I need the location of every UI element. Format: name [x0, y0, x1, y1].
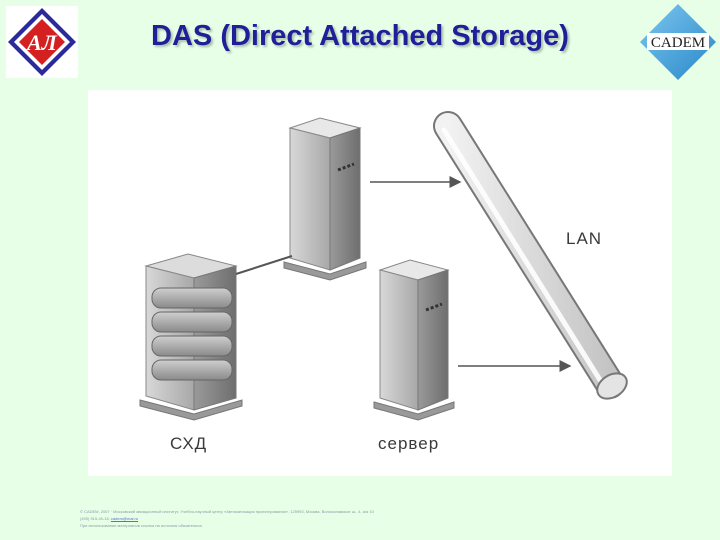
- lan-tube: [433, 111, 628, 400]
- page-title: DAS (Direct Attached Storage): [151, 20, 569, 52]
- footer-copyright: © CADEM, 2007 · Московский авиационный и…: [80, 509, 374, 514]
- logo-right: CADEM: [638, 2, 718, 82]
- footer-email-link[interactable]: cadem@mai.ru: [110, 516, 139, 521]
- footer-notice: При использовании материалов ссылка на и…: [80, 523, 202, 528]
- lan-label: LAN: [566, 229, 603, 248]
- footer-phone: (495) 915-49-18,: [80, 516, 110, 521]
- storage-array-icon: [139, 253, 243, 421]
- logo-left-emblem: АЛ: [8, 8, 76, 76]
- storage-server-link: [235, 255, 293, 275]
- footer-contacts: (495) 915-49-18, cadem@mai.ru: [80, 515, 520, 522]
- server-label: сервер: [378, 434, 440, 453]
- logo-right-text: CADEM: [651, 35, 705, 51]
- logo-right-emblem: CADEM: [640, 4, 716, 80]
- server-2-icon: [373, 259, 455, 421]
- server-1-icon: [283, 117, 367, 281]
- footer: © CADEM, 2007 · Московский авиационный и…: [80, 508, 520, 529]
- logo-left-text: АЛ: [25, 30, 58, 55]
- storage-label: СХД: [170, 434, 208, 453]
- das-diagram: LAN СХД сервер: [88, 90, 672, 476]
- logo-left: АЛ: [6, 6, 78, 78]
